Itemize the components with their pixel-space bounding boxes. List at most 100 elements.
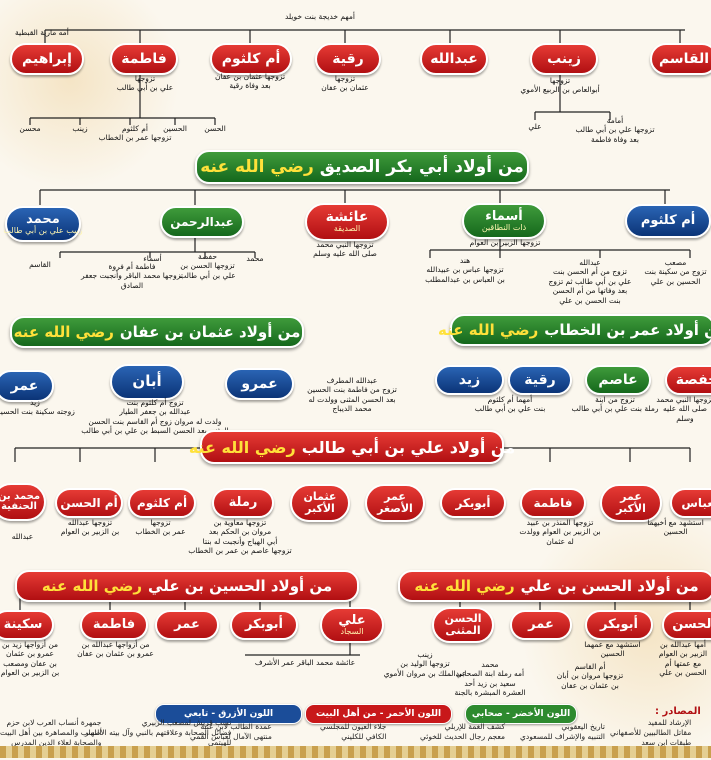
husayn-child-fatima[interactable]: فاطمة xyxy=(80,610,148,640)
child-ibrahim[interactable]: إبراهيم xyxy=(10,43,84,75)
child-zainab[interactable]: زينب xyxy=(530,43,598,75)
umar-child-asim[interactable]: عاصم xyxy=(585,365,651,395)
fatima-child: محسن xyxy=(19,124,41,133)
child-name: رقية xyxy=(524,371,556,388)
fatima-child: الحسن xyxy=(204,124,226,133)
uthman-child-aban[interactable]: أبان xyxy=(110,364,184,400)
husayn-child-umar[interactable]: عمر xyxy=(155,610,219,640)
child-name: الحسن xyxy=(672,617,711,633)
zainab-child: علي xyxy=(528,122,542,131)
mother-khadija-label: أمهم خديجة بنت خويلد xyxy=(285,12,355,21)
fatima-child: أم كلثوم تزوجها عمر بن الخطاب xyxy=(98,124,172,143)
child-umm-kulthum[interactable]: أم كلثوم xyxy=(210,43,292,75)
child-name: رقية xyxy=(332,50,364,67)
child-ruqayya[interactable]: رقية xyxy=(315,43,381,75)
child-sub: ربيب علي بن أبي طالب xyxy=(3,225,83,235)
child-name: عبدالله xyxy=(430,50,478,67)
child-name: عمرو xyxy=(241,375,278,392)
child-name: أم الحسن xyxy=(60,495,118,510)
fatima-child: الحسين xyxy=(163,124,187,133)
note-hind: هند تزوجها عباس بن عبيدالله بن العباس بن… xyxy=(425,256,505,284)
bottom-border xyxy=(0,746,711,758)
abubakr-child-abdulrahman[interactable]: عبدالرحمن xyxy=(160,206,244,238)
abubakr-child-umm-kulthum[interactable]: أم كلثوم xyxy=(625,204,711,238)
umar-child-hafsa[interactable]: حفصة xyxy=(665,365,711,395)
note-musab: مصعب تزوج من سكينة بنت الحسين بن علي xyxy=(644,258,707,286)
note-ramla: تزوجها معاوية بن مروان بن الحكم بعد أبي … xyxy=(188,518,292,556)
hasan-child-hasan-muthanna[interactable]: الحسن المثنى xyxy=(432,607,494,643)
hasan-child-hasan[interactable]: الحسن xyxy=(662,610,711,640)
child-name: عائشة xyxy=(325,209,369,226)
child-fatima[interactable]: فاطمة xyxy=(110,43,178,75)
hasan-child-umar[interactable]: عمر xyxy=(510,610,572,640)
child-name: عثمان الأكبر xyxy=(303,490,337,515)
note-asim: تزوج من ابنة رملة بنت علي بن أبي طالب xyxy=(571,395,659,414)
ali-child-umar-asghar[interactable]: عمر الأصغر xyxy=(365,484,425,522)
child-name: رملة xyxy=(228,495,258,511)
banner-highlight: رضي الله عنه xyxy=(200,157,314,177)
child-name: سكينة xyxy=(3,617,43,633)
child-name: زيد xyxy=(458,371,481,388)
ali-child-ramla[interactable]: رملة xyxy=(212,488,274,518)
ali-child-uthman-akbar[interactable]: عثمان الأكبر xyxy=(290,484,350,522)
husayn-child-abubakr[interactable]: أبوبكر xyxy=(230,610,298,640)
note-hafsa: حفصة تزوجها الحسن بن علي بن أبي طالب xyxy=(179,252,236,280)
child-name: عمر xyxy=(528,617,554,633)
ali-child-umm-hasan[interactable]: أم الحسن xyxy=(55,488,123,518)
fatima-child: زينب xyxy=(72,124,88,133)
banner-text: من أولاد علي بن أبي طالب xyxy=(301,437,516,457)
mother-maria-label: أمه مارية القبطية xyxy=(15,28,69,37)
uthman-child-umar[interactable]: عمر xyxy=(0,370,54,402)
note-zaid: زيد زوجته سكينة بنت الحسين xyxy=(0,398,75,417)
child-name: أبوبكر xyxy=(599,617,639,633)
note-mohammad2: محمد xyxy=(246,254,264,263)
banner-text: من أولاد عمر بن الخطاب xyxy=(544,321,711,339)
banner-highlight: رضي الله عنه xyxy=(13,323,114,341)
husayn-child-sukayna[interactable]: سكينة xyxy=(0,610,54,640)
ali-child-abubakr[interactable]: أبوبكر xyxy=(440,488,506,518)
child-abdullah[interactable]: عبدالله xyxy=(420,43,488,75)
uthman-child-amr[interactable]: عمرو xyxy=(225,368,294,400)
note-asma2: أسماء xyxy=(143,254,162,263)
child-name: محمد xyxy=(26,211,60,227)
umar-child-ruqayya[interactable]: رقية xyxy=(508,365,572,395)
child-name: فاطمة xyxy=(533,495,573,510)
ali-child-abbas[interactable]: العباس xyxy=(670,488,711,518)
child-qasim[interactable]: القاسم xyxy=(650,43,711,75)
note-zainab: تزوجها أبوالعاص بن الربيع الأموي xyxy=(520,76,600,95)
child-name: عبدالرحمن xyxy=(170,214,234,229)
note-qasim: القاسم xyxy=(29,260,51,269)
umar-child-zaid[interactable]: زيد xyxy=(435,365,504,395)
note-hafsa-umar: تزوجها النبي محمد صلى الله عليه وسلم xyxy=(656,395,711,423)
child-name: أبوبكر xyxy=(244,617,284,633)
note-umm-kulthum: تزوجها عثمان بن عفان بعد وفاة رقية xyxy=(214,72,286,91)
ali-child-mohammad-hanafiya[interactable]: محمد بن الحنفية xyxy=(0,483,46,521)
child-name: العباس xyxy=(681,495,711,510)
legend-green: اللون الأخضر - صحابي xyxy=(465,704,577,724)
child-name: فاطمة xyxy=(92,617,136,633)
child-sub: ذات النطاقين xyxy=(481,222,527,232)
note-zainab-hasan: زينب تزوجها الوليد بن عبدالملك بن مروان … xyxy=(383,650,467,678)
banner-highlight: رضي الله عنه xyxy=(414,577,515,595)
child-name: حفصة xyxy=(675,371,711,388)
hasan-child-abubakr[interactable]: أبوبكر xyxy=(585,610,653,640)
zainab-child: أمامة تزوجها علي بن أبي طالب بعد وفاة فا… xyxy=(575,116,655,144)
banner-text: من أولاد الحسين بن علي xyxy=(148,577,333,595)
ali-child-umar-akbar[interactable]: عمر الأكبر xyxy=(600,484,662,522)
child-name: عاصم xyxy=(598,371,638,388)
note-umm-hasan: تزوجها عبدالله بن الزبير بن العوام xyxy=(60,518,120,537)
ali-child-fatima[interactable]: فاطمة xyxy=(520,488,586,518)
child-name: الحسن المثنى xyxy=(444,612,482,637)
ali-child-umm-kulthum[interactable]: أم كلثوم xyxy=(128,488,196,518)
